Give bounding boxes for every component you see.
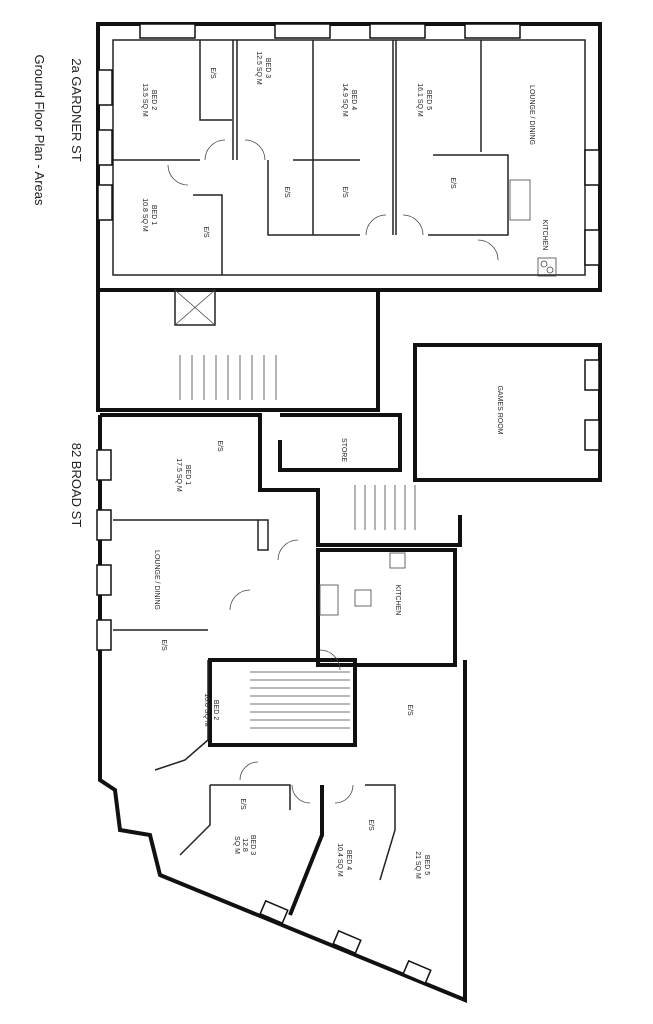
ensuite-label: E/S: [341, 186, 348, 198]
gardner-room-labels: BED 2 13.5 SQ M BED 3 12.5 SQ M BED 4 14…: [141, 51, 548, 462]
ensuite-label: E/S: [239, 798, 246, 810]
ensuite-label: E/S: [216, 440, 223, 452]
room-label: BED 4: [350, 90, 357, 110]
room-label: BED 4: [345, 850, 352, 870]
room-area: 21 SQ M: [414, 851, 421, 879]
ensuite-label: E/S: [160, 639, 167, 651]
ensuite-label: E/S: [209, 67, 216, 79]
gardner-st-walls: [96, 22, 602, 292]
room-label: LOUNGE / DINING: [153, 550, 160, 610]
broad-st-walls: [96, 413, 467, 1003]
room-area: 12.5 SQ M: [255, 51, 262, 85]
room-label: BED 2: [212, 700, 219, 720]
room-area: 10.8 SQ M: [141, 198, 148, 232]
building-title-broad: 82 BROAD ST: [69, 443, 84, 528]
ensuite-label: E/S: [449, 177, 456, 189]
room-label: KITCHEN: [541, 220, 548, 251]
room-area: 16.1 SQ M: [416, 83, 423, 117]
ensuite-label: E/S: [283, 186, 290, 198]
room-area: 10.4 SQ M: [336, 843, 343, 877]
broad-room-labels: E/S BED 1 17.5 SQ M LOUNGE / DINING E/S …: [153, 440, 430, 879]
room-area: SQ M: [233, 836, 240, 854]
room-area: 10.8 SQ M: [203, 693, 210, 727]
room-label: BED 2: [150, 90, 157, 110]
ensuite-label: E/S: [202, 226, 209, 238]
middle-section-walls: [96, 288, 602, 530]
room-area: 12.8: [241, 838, 248, 852]
room-label: GAMES ROOM: [496, 385, 503, 434]
ensuite-label: E/S: [367, 819, 374, 831]
room-label: LOUNGE / DINING: [528, 85, 535, 145]
plan-subtitle: Ground Floor Plan - Areas: [32, 54, 47, 206]
building-title-gardner: 2a GARDNER ST: [69, 58, 84, 161]
room-label: BED 5: [425, 90, 432, 110]
room-label: KITCHEN: [394, 585, 401, 616]
room-label: BED 1: [150, 205, 157, 225]
room-area: 14.9 SQ M: [341, 83, 348, 117]
room-label: STORE: [340, 438, 347, 462]
room-label: BED 5: [423, 855, 430, 875]
ensuite-label: E/S: [406, 704, 413, 716]
room-label: BED 1: [184, 465, 191, 485]
room-area: 17.5 SQ M: [175, 458, 182, 492]
room-label: BED 3: [249, 835, 256, 855]
room-label: BED 3: [264, 58, 271, 78]
room-area: 13.5 SQ M: [141, 83, 148, 117]
